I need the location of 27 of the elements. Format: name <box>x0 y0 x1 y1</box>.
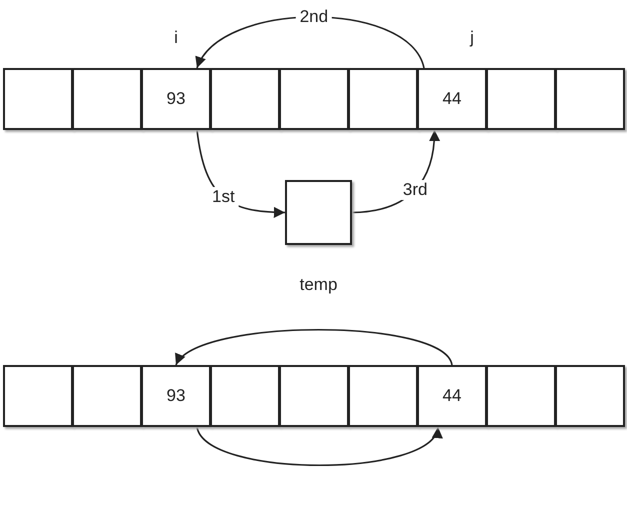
arrow <box>175 328 453 366</box>
cell-value: 44 <box>442 89 462 109</box>
array-cell <box>486 68 556 130</box>
array-cell <box>72 365 142 427</box>
variable-label: temp <box>300 275 338 295</box>
array-cell <box>210 365 280 427</box>
array-cell <box>417 365 487 427</box>
index-label: i <box>174 28 178 48</box>
array-cell <box>348 68 418 130</box>
array-cell <box>210 68 280 130</box>
array-cell <box>72 68 142 130</box>
cell-value: 93 <box>166 386 186 406</box>
array-cell <box>348 365 418 427</box>
array-cell <box>141 365 211 427</box>
array-cell <box>417 68 487 130</box>
array-cell <box>486 365 556 427</box>
cell-value: 93 <box>166 89 186 109</box>
array-cell <box>3 365 73 427</box>
array-cell <box>279 68 349 130</box>
array-cell <box>555 365 625 427</box>
array-cell <box>3 68 73 130</box>
temp-box <box>285 180 352 245</box>
array-cell <box>279 365 349 427</box>
array-cell <box>555 68 625 130</box>
index-label: j <box>470 28 474 48</box>
cell-value: 44 <box>442 386 462 406</box>
array-cell <box>141 68 211 130</box>
